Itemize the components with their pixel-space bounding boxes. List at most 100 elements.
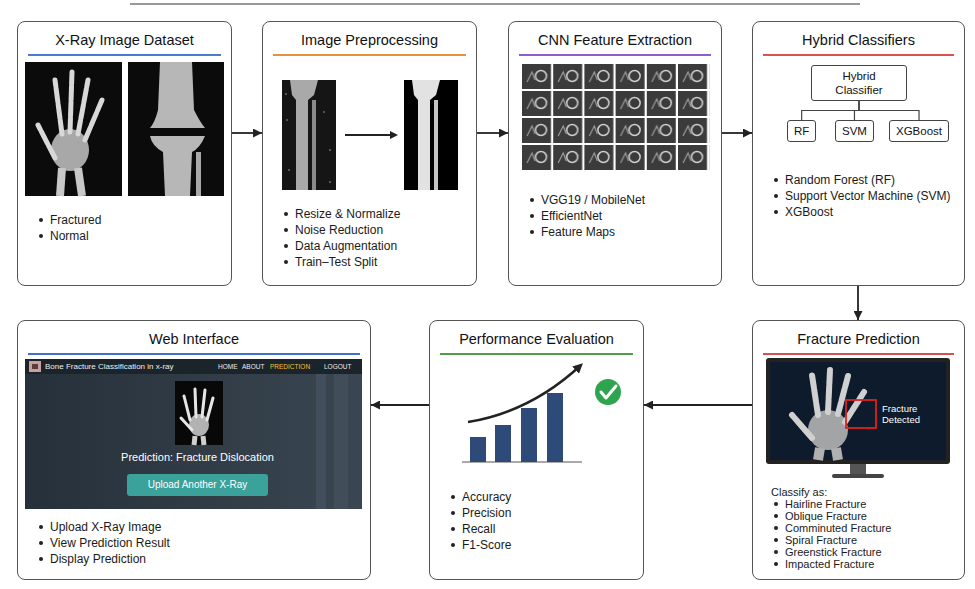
raw-leg-xray: [285, 93, 287, 95]
web-screenshot: [194, 436, 195, 445]
classifier-box: Hybrid Classifier: [811, 65, 907, 101]
bullet-item: EfficientNet: [527, 208, 711, 224]
bullet-item: XGBoost: [771, 204, 954, 220]
bar-chart: [521, 408, 537, 462]
knee-xray: [150, 136, 205, 196]
raw-leg-xray: [312, 100, 316, 190]
bullet-list: Upload X-Ray ImageView Prediction Result…: [18, 513, 370, 571]
bullet-list: Random Forest (RF)Support Vector Machine…: [753, 166, 964, 224]
monitor-xray: [846, 400, 876, 428]
flow-arrow: [722, 132, 752, 134]
bullet-item: Resize & Normalize: [281, 206, 466, 222]
tree-line: [859, 101, 919, 120]
monitor-xray: [850, 464, 866, 474]
clean-leg-xray: [404, 80, 458, 190]
web-screenshot: [181, 389, 213, 430]
nav-link: HOME: [218, 363, 238, 371]
flow-arrow: [644, 404, 752, 406]
bullet-item: Display Prediction: [36, 551, 360, 567]
stage-panel: Hybrid ClassifiersRandom Forest (RF)Supp…: [752, 21, 965, 286]
classifier-box: SVM: [835, 120, 874, 142]
box-label: SVM: [842, 124, 867, 138]
panel-title: Hybrid Classifiers: [763, 22, 954, 56]
bullet-item: Spiral Fracture: [771, 534, 954, 546]
bullet-item: Data Augmentation: [281, 238, 466, 254]
flow-arrow: [371, 404, 429, 406]
nav-link: ABOUT: [242, 363, 264, 371]
feature-map-grid: [522, 64, 709, 172]
bullet-item: Oblique Fracture: [771, 510, 954, 522]
bullet-item: Recall: [448, 521, 633, 537]
hand-xray: [78, 168, 82, 196]
monitor-xray: [818, 448, 820, 460]
flow-arrow: [857, 286, 859, 320]
monitor-xray: [832, 474, 884, 478]
process-arrow: [345, 134, 391, 136]
hand-xray: [25, 62, 122, 196]
bullet-item: Greenstick Fracture: [771, 546, 954, 558]
hand-xray: [55, 80, 62, 134]
web-screenshot: [184, 396, 190, 420]
figure-space: [509, 56, 721, 186]
bullet-list: AccuracyPrecisionRecallF1-Score: [430, 483, 643, 557]
bullet-item: Comminuted Fracture: [771, 522, 954, 534]
knee-xray: [128, 62, 224, 196]
panel-title: CNN Feature Extraction: [519, 22, 711, 56]
web-screenshot: [175, 381, 223, 445]
web-screenshot: [32, 364, 38, 369]
raw-leg-xray: [286, 119, 288, 121]
bullet-item: Hairline Fracture: [771, 498, 954, 510]
bullet-item: Impacted Fracture: [771, 558, 954, 570]
web-screenshot: [203, 436, 204, 445]
bullet-item: Accuracy: [448, 489, 633, 505]
box-label: RF: [794, 124, 809, 138]
stage-panel: Image PreprocessingResize & NormalizeNoi…: [262, 21, 477, 286]
figure-space: [18, 56, 231, 206]
clean-leg-xray: [404, 80, 458, 190]
hand-xray: [38, 125, 55, 158]
bullet-item: Noise Reduction: [281, 222, 466, 238]
box-label: XGBoost: [896, 124, 942, 138]
raw-leg-xray: [290, 80, 318, 190]
panel-title: Image Preprocessing: [273, 22, 466, 56]
bullet-item: View Prediction Result: [36, 535, 360, 551]
flow-arrow: [232, 132, 262, 134]
web-screenshot: [127, 474, 268, 496]
bullet-item: Normal: [36, 228, 221, 244]
detection-label: Fracture Detected: [882, 403, 940, 425]
web-screenshot: [202, 390, 205, 417]
raw-leg-xray: [288, 169, 290, 171]
monitor-xray: [770, 362, 946, 460]
nav-link: PREDICTION: [270, 363, 310, 371]
header-rule: [130, 4, 860, 5]
bullet-item: Precision: [448, 505, 633, 521]
monitor-xray: [766, 358, 950, 464]
prediction-text: Prediction: Fracture Dislocation: [110, 451, 285, 464]
stage-panel: CNN Feature ExtractionVGG19 / MobileNetE…: [508, 21, 722, 286]
raw-leg-xray: [285, 93, 331, 183]
bullet-list: VGG19 / MobileNetEfficientNetFeature Map…: [509, 186, 721, 244]
web-screenshot: [25, 359, 362, 509]
monitor-xray: [845, 392, 864, 422]
stage-panel: Web InterfaceUpload X-Ray ImageView Pred…: [17, 320, 371, 580]
knee-xray: [150, 62, 205, 128]
figure-space: [430, 355, 643, 483]
knee-xray: [128, 62, 224, 196]
bullet-item: Support Vector Machine (SVM): [771, 188, 954, 204]
web-screenshot: [189, 414, 209, 436]
nav-link: LOGOUT: [324, 363, 351, 371]
raw-leg-xray: [329, 149, 331, 151]
figure-space: [263, 56, 476, 200]
bullet-item: F1-Score: [448, 537, 633, 553]
monitor-xray: [812, 375, 818, 415]
web-screenshot: [316, 374, 326, 509]
panel-title: Web Interface: [28, 321, 360, 355]
monitor-xray: [792, 415, 812, 438]
tree-line: [854, 101, 859, 120]
process-arrow: [390, 131, 398, 139]
hand-xray: [70, 72, 72, 132]
raw-leg-xray: [323, 111, 325, 113]
web-screenshot: [29, 361, 41, 372]
process-arrow: [345, 131, 398, 139]
